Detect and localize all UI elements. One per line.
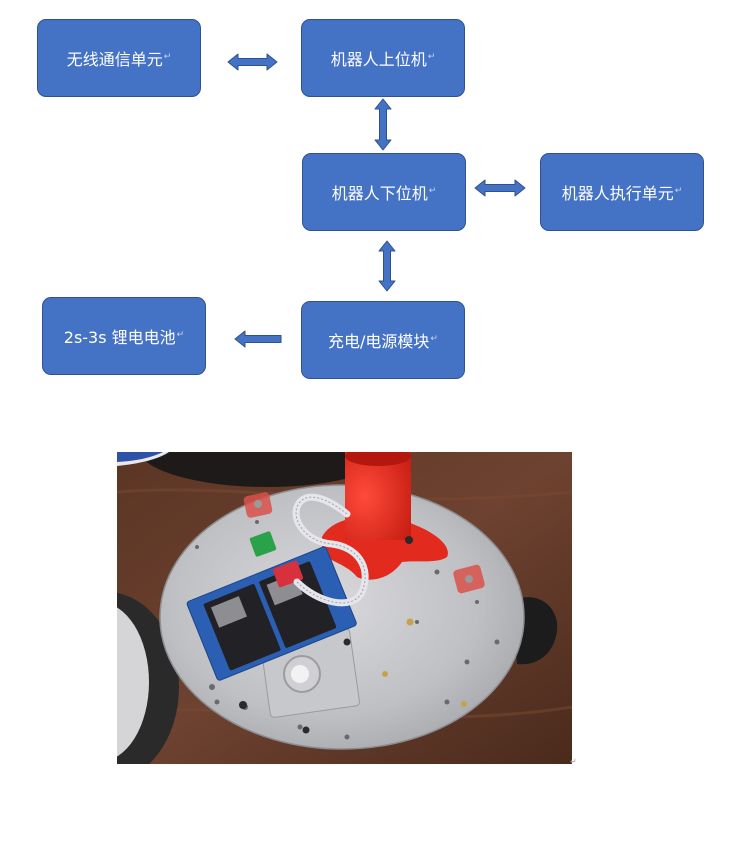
node-label: 充电/电源模块 [328, 332, 430, 351]
mount-screw [465, 575, 473, 583]
plate-screws [239, 638, 351, 734]
node-lithium-battery: 2s-3s 锂电电池↵ [42, 297, 206, 375]
red-tube-top [345, 452, 411, 466]
paragraph-mark-icon: ↵ [427, 52, 436, 62]
double-arrow-lower-actuator [474, 179, 526, 197]
arrow-power-to-battery [234, 330, 282, 348]
dark-object [138, 452, 396, 487]
node-charging-power-module: 充电/电源模块↵ [301, 301, 465, 379]
node-label: 无线通信单元 [66, 50, 163, 69]
paragraph-mark-icon: ↵ [428, 186, 437, 196]
double-arrow-lower-power [378, 240, 396, 292]
paragraph-mark-icon: ↵ [163, 52, 172, 62]
bearing-center [291, 665, 309, 683]
wheel-rim [117, 607, 149, 757]
mount-screw [254, 500, 262, 508]
node-label: 机器人上位机 [330, 50, 427, 69]
paragraph-mark-icon: ↵ [674, 186, 683, 196]
node-wireless-comm-unit: 无线通信单元↵ [37, 19, 201, 97]
robot-base-photo [117, 452, 572, 764]
connector-arrows [227, 53, 526, 348]
node-robot-lower-computer: 机器人下位机↵ [302, 153, 466, 231]
tube-screw [405, 536, 413, 544]
paragraph-mark-icon: ↵ [176, 330, 185, 340]
node-robot-actuator-unit: 机器人执行单元↵ [540, 153, 704, 231]
red-tube [345, 452, 411, 540]
double-arrow-wireless-upper [227, 53, 278, 71]
node-label: 2s-3s 锂电电池 [63, 328, 176, 347]
brass-standoffs [382, 618, 467, 707]
white-edge [117, 452, 169, 466]
node-label: 机器人执行单元 [561, 184, 674, 203]
double-arrow-upper-lower [374, 98, 392, 151]
green-terminal-board [249, 531, 277, 557]
node-robot-upper-computer: 机器人上位机↵ [301, 19, 465, 97]
paragraph-mark-icon: ↵ [430, 334, 438, 344]
node-label: 机器人下位机 [331, 184, 428, 203]
paragraph-mark-icon: ↵ [570, 757, 577, 766]
